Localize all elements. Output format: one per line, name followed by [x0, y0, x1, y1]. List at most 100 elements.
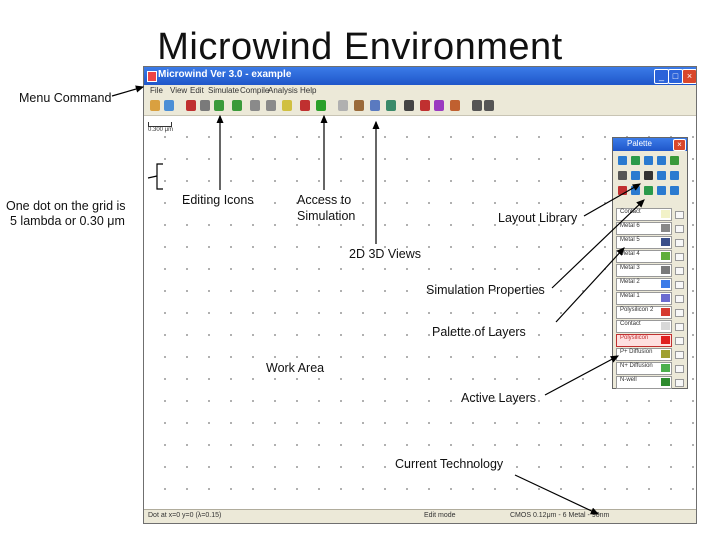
- layer-swatch: [661, 280, 670, 288]
- zoom-out-icon[interactable]: [266, 100, 276, 111]
- layer-swatch: [661, 378, 670, 386]
- palette-titlebar[interactable]: Palette ×: [613, 138, 687, 151]
- layer-visibility-toggle[interactable]: [675, 379, 684, 387]
- layout-library-icon[interactable]: [386, 100, 396, 111]
- palette-tool-icon[interactable]: [631, 171, 640, 180]
- palette-tool-icon[interactable]: [644, 156, 653, 165]
- cut-icon[interactable]: [338, 100, 348, 111]
- palette-tool-icon[interactable]: [618, 171, 627, 180]
- palette-tool-icon[interactable]: [657, 156, 666, 165]
- run-simulation-icon[interactable]: [316, 100, 326, 111]
- layer-item[interactable]: Contact: [616, 208, 684, 221]
- layer-item[interactable]: N-well: [616, 376, 684, 389]
- layer-swatch: [661, 322, 670, 330]
- annotation-active-layers: Active Layers: [461, 391, 537, 405]
- menu-file[interactable]: File: [150, 86, 163, 95]
- status-technology: CMOS 0.12μm - 6 Metal - 90nm: [510, 512, 610, 519]
- status-bar: Dot at x=0 y=0 (λ=0.15) Edit mode CMOS 0…: [144, 509, 696, 523]
- pencil-icon[interactable]: [186, 100, 196, 111]
- layer-visibility-toggle[interactable]: [675, 295, 684, 303]
- layer-label: Contact: [620, 209, 641, 215]
- chip-icon[interactable]: [450, 100, 460, 111]
- close-icon[interactable]: ×: [682, 69, 696, 84]
- layer-swatch: [661, 210, 670, 218]
- layer-visibility-toggle[interactable]: [675, 211, 684, 219]
- save-icon[interactable]: [164, 100, 174, 111]
- layer-item[interactable]: Metal 6: [616, 222, 684, 235]
- layer-visibility-toggle[interactable]: [675, 281, 684, 289]
- palette-tool-icon[interactable]: [657, 186, 666, 195]
- layer-visibility-toggle[interactable]: [675, 365, 684, 373]
- menu-compile[interactable]: Compile: [240, 86, 270, 95]
- arrow-updown-icon[interactable]: [484, 100, 494, 111]
- palette-tool-icon[interactable]: [644, 171, 653, 180]
- window-titlebar[interactable]: Microwind Ver 3.0 - example _ □ ×: [144, 67, 696, 85]
- annotation-editing-icons: Editing Icons: [182, 193, 254, 207]
- layer-swatch: [661, 224, 670, 232]
- process-3d-icon[interactable]: [370, 100, 380, 111]
- arrow-palette-of-layers: [555, 247, 625, 323]
- stretch-icon[interactable]: [232, 100, 242, 111]
- menu-bar: File View Edit Simulate Compile Analysis…: [144, 85, 696, 97]
- layer-item[interactable]: Metal 3: [616, 264, 684, 277]
- move-icon[interactable]: [200, 100, 210, 111]
- layer-visibility-toggle[interactable]: [675, 239, 684, 247]
- measure-icon[interactable]: [300, 100, 310, 111]
- menu-edit[interactable]: Edit: [190, 86, 204, 95]
- annotation-grid-note-2: 5 lambda or 0.30 μm: [10, 214, 125, 228]
- work-area[interactable]: [144, 116, 696, 509]
- palette-close-icon[interactable]: ×: [673, 139, 686, 151]
- text-icon[interactable]: [404, 100, 414, 111]
- palette-tool-icon[interactable]: [670, 186, 679, 195]
- palette-tool-icon[interactable]: [644, 186, 653, 195]
- palette-tool-icon[interactable]: [631, 156, 640, 165]
- layer-item[interactable]: Metal 2: [616, 278, 684, 291]
- palette-tool-icon[interactable]: [657, 171, 666, 180]
- arrow-grid-note: [147, 175, 158, 179]
- layer-visibility-toggle[interactable]: [675, 267, 684, 275]
- menu-view[interactable]: View: [170, 86, 188, 95]
- menu-help[interactable]: Help: [300, 86, 317, 95]
- layer-swatch: [661, 238, 670, 246]
- layer-visibility-toggle[interactable]: [675, 337, 684, 345]
- layer-item[interactable]: Contact: [616, 320, 684, 333]
- process-2d-icon[interactable]: [354, 100, 364, 111]
- menu-analysis[interactable]: Analysis: [268, 86, 298, 95]
- annotation-grid-note-1: One dot on the grid is: [6, 199, 126, 213]
- layer-visibility-toggle[interactable]: [675, 253, 684, 261]
- layer-item[interactable]: Polysilicon: [616, 334, 684, 347]
- layer-item[interactable]: N+ Diffusion: [616, 362, 684, 375]
- annotation-current-technology: Current Technology: [395, 457, 504, 471]
- layer-item[interactable]: Metal 4: [616, 250, 684, 263]
- layer-visibility-toggle[interactable]: [675, 351, 684, 359]
- palette-title: Palette: [627, 139, 652, 148]
- layer-visibility-toggle[interactable]: [675, 225, 684, 233]
- palette-tool-icon[interactable]: [670, 156, 679, 165]
- annotation-access-simulation-2: Simulation: [297, 209, 356, 223]
- layer-label: Contact: [620, 321, 641, 327]
- layer-visibility-toggle[interactable]: [675, 323, 684, 331]
- copy-icon[interactable]: [214, 100, 224, 111]
- layer-item[interactable]: Polysilicon 2: [616, 306, 684, 319]
- layer-label: Metal 2: [620, 279, 640, 285]
- palette-tool-icon[interactable]: [670, 171, 679, 180]
- layer-label: Metal 6: [620, 223, 640, 229]
- microwind-window: Microwind Ver 3.0 - example _ □ × File V…: [143, 66, 697, 524]
- palette-tool-icon[interactable]: [618, 156, 627, 165]
- layer-item[interactable]: Metal 5: [616, 236, 684, 249]
- layer-item[interactable]: P+ Diffusion: [616, 348, 684, 361]
- open-icon[interactable]: [150, 100, 160, 111]
- annotation-access-simulation-1: Access to: [297, 193, 352, 207]
- arrow-active-layers: [544, 355, 620, 396]
- arrow-menu-command: [111, 85, 145, 97]
- menu-simulate[interactable]: Simulate: [208, 86, 240, 95]
- view-all-icon[interactable]: [282, 100, 292, 111]
- arrow-left-icon[interactable]: [472, 100, 482, 111]
- clock-icon[interactable]: [420, 100, 430, 111]
- zoom-in-icon[interactable]: [250, 100, 260, 111]
- palette-tool-icon[interactable]: [618, 186, 627, 195]
- layer-visibility-toggle[interactable]: [675, 309, 684, 317]
- layer-item[interactable]: Metal 1: [616, 292, 684, 305]
- pulse-icon[interactable]: [434, 100, 444, 111]
